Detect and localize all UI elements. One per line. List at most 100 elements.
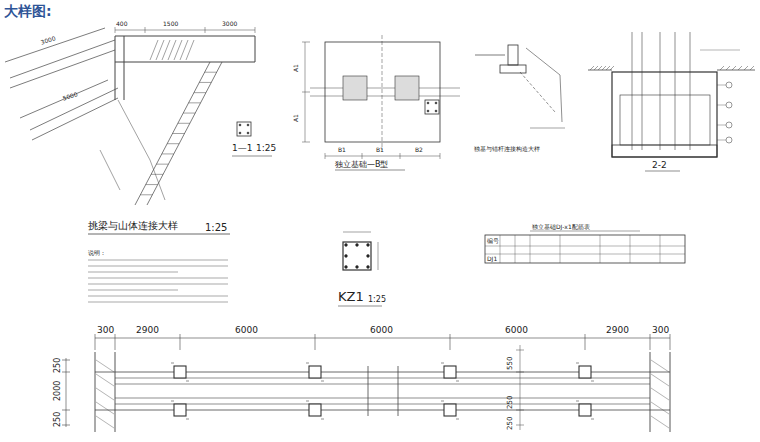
dimension-line <box>95 338 670 339</box>
table-grid <box>530 235 531 263</box>
column-tick <box>441 401 444 402</box>
dimension-text: 2900 <box>606 326 629 335</box>
section-mark <box>237 122 251 136</box>
note-text-line <box>88 271 178 272</box>
rebar-dot <box>367 255 370 258</box>
dimension-text: 2900 <box>136 326 159 335</box>
dimension-text: B2 <box>415 147 423 153</box>
dimension-tick <box>145 27 146 33</box>
dimension-tick <box>302 142 310 143</box>
dimension-line <box>100 150 120 190</box>
soil-hatch <box>738 66 742 70</box>
dimension-tick <box>302 92 310 93</box>
rebar-dot <box>427 102 429 104</box>
column-square <box>579 366 591 378</box>
soil-hatch <box>602 66 606 70</box>
drawing-caption: 1:25 <box>256 144 276 153</box>
dimension-tick <box>516 425 524 426</box>
slope-line <box>526 48 560 75</box>
column-tick <box>591 419 594 420</box>
drawing-caption: 1—1 <box>232 144 252 153</box>
leader-line <box>700 50 740 51</box>
wall-hatch <box>96 388 114 400</box>
dimension-tick <box>362 153 363 159</box>
wall-hatch <box>651 360 669 372</box>
rebar-line <box>115 378 650 379</box>
dimension-line <box>66 358 67 427</box>
dimension-text: 2000 <box>54 381 62 401</box>
page-title: 大样图: <box>4 3 52 21</box>
dimension-line <box>115 30 255 31</box>
dimension-line <box>520 345 521 430</box>
dimension-tick <box>516 410 524 411</box>
ground-line <box>475 55 505 56</box>
note-text-line <box>88 301 228 302</box>
rebar-hatch <box>174 40 182 60</box>
wall-line <box>95 352 96 432</box>
column-square <box>174 404 186 416</box>
dimension-tick <box>650 334 651 350</box>
table-grid <box>660 235 661 263</box>
caption-underline <box>645 171 680 172</box>
leader-line <box>717 125 726 126</box>
dimension-tick <box>205 27 206 33</box>
column-hatch <box>395 76 419 100</box>
note-text-line <box>88 277 228 278</box>
ladder-rung <box>173 133 185 134</box>
column-square <box>309 366 321 378</box>
dimension-text: 250 <box>507 396 514 409</box>
rebar-hatch <box>168 40 176 60</box>
ground-line <box>588 70 612 71</box>
note-text-line <box>88 283 228 284</box>
dimension-tick <box>670 334 671 350</box>
column-square <box>444 404 456 416</box>
anchor-line <box>520 72 555 112</box>
base-slab <box>612 145 717 157</box>
dimension-text: 6000 <box>505 326 528 335</box>
dimension-tick <box>255 27 256 33</box>
wall-hatch <box>651 374 669 386</box>
column-rebar <box>675 32 676 150</box>
column-tick <box>321 381 324 382</box>
rebar-dot <box>345 266 348 269</box>
ladder-rail <box>147 62 222 205</box>
dimension-tick <box>180 334 181 350</box>
wall-hatch <box>96 402 114 414</box>
ladder-rail <box>135 62 210 205</box>
column-rebar <box>632 32 633 150</box>
footing-stem <box>508 45 518 65</box>
leader-line <box>717 140 726 141</box>
drawing-caption: 2-2 <box>652 161 667 170</box>
soil-hatch <box>590 66 594 70</box>
dimension-text: 独立基础DJ-x1配筋表 <box>532 224 590 230</box>
table-grid <box>485 246 685 247</box>
pit-outline <box>612 72 717 157</box>
wall-line <box>115 352 116 432</box>
ladder-rung <box>156 164 168 165</box>
note-text-line <box>88 289 178 290</box>
column-rebar <box>660 32 661 150</box>
dimension-line <box>530 128 565 129</box>
rebar-dot <box>239 124 241 126</box>
table-grid <box>485 254 685 255</box>
column-tick <box>456 381 459 382</box>
wall-hatch <box>651 416 669 428</box>
column-square <box>444 366 456 378</box>
soil-hatch <box>726 66 730 70</box>
dimension-text: B1 <box>376 147 384 153</box>
dimension-tick <box>400 153 401 159</box>
ladder-rung <box>194 92 206 93</box>
drawing-caption: 1:25 <box>205 223 227 233</box>
break-line <box>368 366 369 416</box>
rebar-hatch <box>150 40 158 60</box>
beam-line <box>10 40 115 78</box>
leader-line <box>717 105 726 106</box>
soil-hatch <box>744 66 748 70</box>
dimension-tick <box>516 350 524 351</box>
dimension-text: 3000 <box>222 21 237 27</box>
column-section <box>343 242 371 270</box>
ladder-rung <box>167 143 179 144</box>
ladder-rung <box>205 72 217 73</box>
rebar-dot <box>239 132 241 134</box>
rebar-line <box>115 404 650 405</box>
